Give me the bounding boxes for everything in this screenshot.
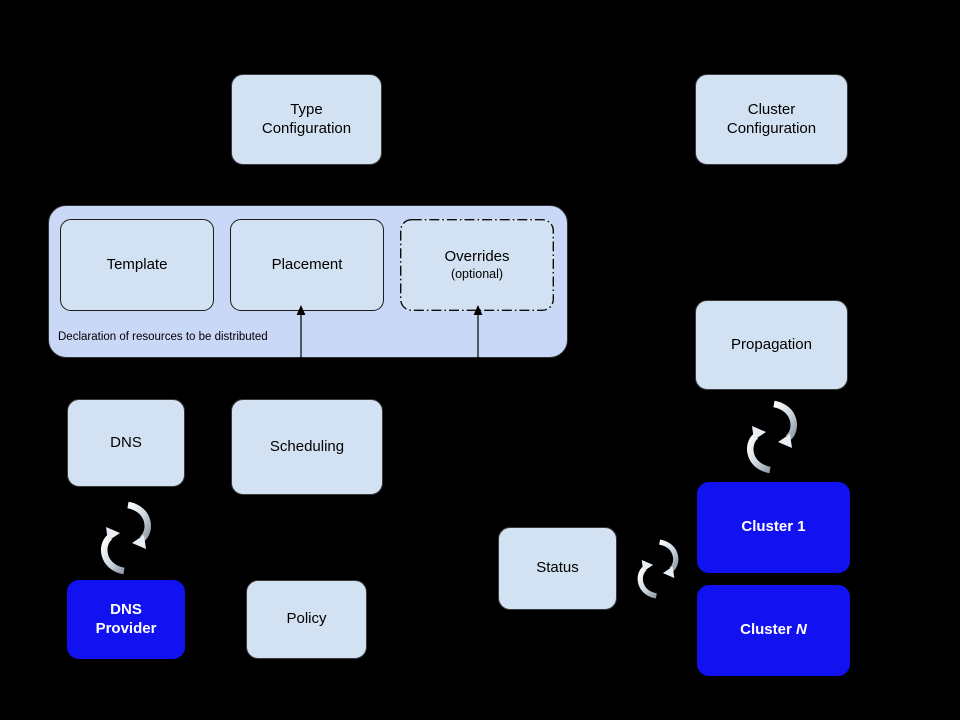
node-dns[interactable]: DNS	[67, 399, 185, 487]
node-overrides-sublabel: (optional)	[450, 266, 504, 281]
sync-arrows-icon-dns	[101, 501, 151, 575]
node-cluster-n-text: Cluster N	[740, 621, 807, 640]
node-dns-provider-text: DNS Provider	[96, 601, 157, 639]
node-cluster-configuration-text: Cluster Configuration	[727, 101, 816, 139]
type-configuration-line1: Type	[290, 100, 323, 118]
node-placement-label: Placement	[271, 255, 343, 273]
node-policy-label: Policy	[286, 610, 327, 628]
node-cluster-1[interactable]: Cluster 1	[697, 482, 850, 573]
type-configuration-line2: Configuration	[261, 119, 352, 137]
node-scheduling-label: Scheduling	[269, 437, 345, 455]
dns-provider-line2: Provider	[95, 619, 157, 637]
node-placement[interactable]: Placement	[230, 219, 384, 311]
node-dns-label: DNS	[110, 433, 142, 451]
node-template-label: Template	[106, 255, 168, 273]
node-status[interactable]: Status	[498, 527, 617, 610]
node-type-configuration[interactable]: Type Configuration	[231, 74, 382, 165]
cluster-n-prefix: Cluster	[740, 621, 796, 639]
cluster-1-suffix: 1	[797, 518, 806, 536]
cluster-configuration-line2: Configuration	[726, 119, 817, 137]
node-dns-provider[interactable]: DNS Provider	[67, 580, 185, 659]
node-propagation[interactable]: Propagation	[695, 300, 848, 390]
sync-arrows-icon-propagation	[747, 400, 797, 474]
node-scheduling[interactable]: Scheduling	[231, 399, 383, 495]
node-cluster-configuration[interactable]: Cluster Configuration	[695, 74, 848, 165]
node-overrides[interactable]: Overrides (optional)	[400, 219, 554, 311]
node-policy[interactable]: Policy	[246, 580, 367, 659]
node-type-configuration-text: Type Configuration	[262, 101, 351, 139]
node-template[interactable]: Template	[60, 219, 214, 311]
cluster-n-suffix: N	[796, 621, 807, 639]
node-overrides-text: Overrides (optional)	[444, 248, 509, 282]
node-overrides-label: Overrides	[444, 247, 510, 265]
node-cluster-1-text: Cluster 1	[741, 518, 805, 537]
node-cluster-n[interactable]: Cluster N	[697, 585, 850, 676]
group-caption: Declaration of resources to be distribut…	[58, 331, 268, 343]
cluster-1-prefix: Cluster	[741, 518, 798, 536]
cluster-configuration-line1: Cluster	[747, 100, 796, 118]
node-status-label: Status	[536, 559, 579, 577]
node-propagation-label: Propagation	[731, 335, 812, 353]
dns-provider-line1: DNS	[110, 600, 142, 618]
sync-arrows-icon-status	[637, 539, 679, 599]
overrides-dashdot-border	[400, 219, 554, 311]
